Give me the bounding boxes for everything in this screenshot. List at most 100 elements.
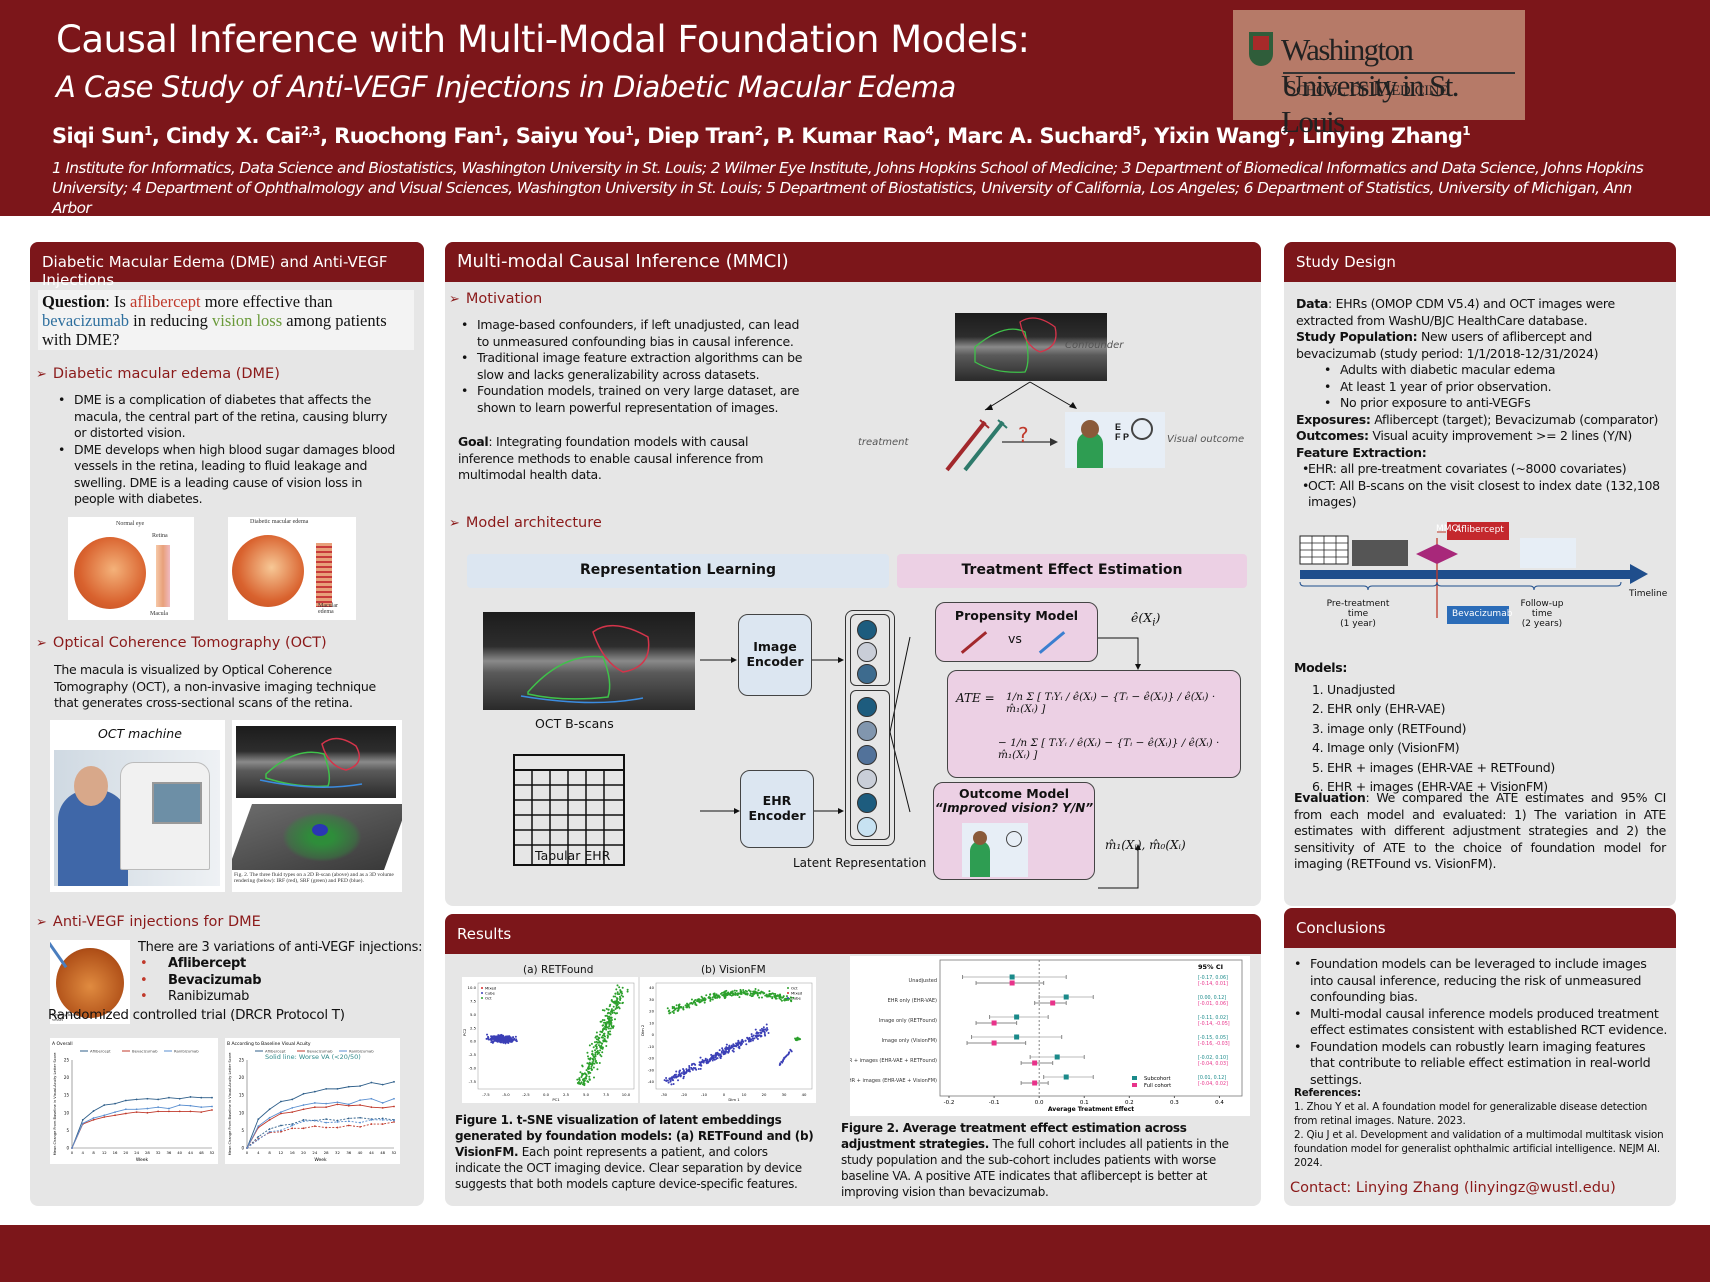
mmci-diamond (1416, 544, 1458, 564)
oct-thumbnail (1352, 540, 1408, 566)
point-oct (616, 1003, 619, 1006)
point-cube (501, 1038, 504, 1041)
contact-link[interactable]: Contact: Linying Zhang (linyingz@wustl.e… (1290, 1180, 1616, 1196)
population-criteria: Adults with diabetic macular edema At le… (1296, 362, 1668, 412)
data-point (291, 1098, 294, 1101)
y-tick-label: 20 (239, 1075, 245, 1080)
point-oct (626, 988, 629, 991)
poster-header: Causal Inference with Multi-Modal Founda… (0, 0, 1710, 217)
ate-formula-line2: − 1/n Σ [ TᵢYᵢ / ê(Xᵢ) − {Tᵢ − ê(Xᵢ)} / … (998, 737, 1220, 761)
data-point (71, 1147, 73, 1149)
point-cube (675, 1075, 678, 1078)
author: Ruochong Fan1 (334, 124, 502, 148)
x-axis-label: Average Treatment Effect (1048, 1106, 1134, 1113)
oct-bscan-label: OCT B-scans (535, 716, 614, 731)
shield-icon (1249, 32, 1273, 66)
point-cube (680, 1072, 683, 1075)
point-oct (730, 994, 733, 997)
point-oct (674, 1008, 677, 1011)
panel-heading: Results (445, 914, 1261, 954)
dme-bullets: DME is a complication of diabetes that a… (52, 392, 402, 508)
x-tick-label: -2.5 (522, 1092, 530, 1097)
point-oct (616, 998, 619, 1001)
series-line-aflibercept-better-va- (246, 1117, 395, 1149)
point-oct (592, 1046, 595, 1049)
legend-marker (787, 992, 789, 994)
y-tick-label: -40 (648, 1079, 655, 1084)
latent-node (857, 745, 877, 765)
point-oct (615, 988, 618, 991)
y-tick-label: -20 (648, 1056, 655, 1061)
point-oct (622, 995, 625, 998)
data-point (178, 1104, 181, 1106)
data-point (168, 1110, 170, 1113)
data-point (291, 1123, 294, 1125)
point-oct (618, 986, 621, 989)
section-title: Anti-VEGF injections for DME (52, 914, 261, 930)
data-point (200, 1096, 203, 1099)
data-point (291, 1127, 294, 1130)
data-point (313, 1119, 316, 1122)
drug-item: •Bevacizumab (140, 972, 262, 988)
point-oct (603, 1009, 606, 1012)
point-cube (748, 1036, 751, 1039)
oct-description: The macula is visualized by Optical Cohe… (54, 662, 376, 710)
point-cube (514, 1035, 517, 1038)
point-oct (576, 1078, 579, 1081)
point-oct (716, 995, 719, 998)
point-cube (752, 1034, 755, 1037)
data-point (393, 1105, 395, 1108)
goal-text: : Integrating foundation models with cau… (458, 434, 764, 482)
architecture-arrows (700, 636, 911, 814)
tabular-ehr-label: Tabular EHR (535, 848, 611, 863)
data-point (257, 1118, 260, 1121)
point-oct (608, 1012, 611, 1015)
point-oct (749, 994, 752, 997)
legend-marker (481, 987, 483, 989)
point-cube (725, 1050, 728, 1053)
model-item: 4. Image only (VisionFM) (1312, 740, 1460, 755)
point-oct (675, 1004, 678, 1007)
data-point (268, 1108, 271, 1111)
point-cube (496, 1038, 499, 1041)
point-cube (739, 1044, 742, 1047)
point-oct (696, 1000, 699, 1003)
figure1-caption: Figure 1. t-SNE visualization of latent … (455, 1112, 815, 1192)
point-cube (663, 1079, 666, 1082)
image-encoder-box: Image Encoder (738, 614, 812, 696)
point-oct (596, 1068, 599, 1071)
legend-label: Cube (791, 996, 801, 1001)
data-point (114, 1114, 116, 1117)
y-axis-label: Dim 2 (640, 1024, 645, 1036)
point-oct (705, 994, 708, 997)
fluid-segmentation-overlay (259, 737, 363, 788)
point-cube (712, 1056, 715, 1059)
point-cube (732, 1043, 735, 1046)
point-cube (721, 1047, 724, 1050)
data-point (92, 1110, 95, 1112)
y-tick-label: 0 (652, 1032, 655, 1037)
y-tick-label: 0.0 (470, 1039, 477, 1044)
legend-label: Bevacizumab (132, 1049, 158, 1054)
timeline-axis-label: Timeline (1629, 589, 1668, 599)
x-tick-label: 16 (290, 1150, 295, 1155)
data-point (302, 1118, 305, 1121)
panel-heading: Study Design (1284, 242, 1676, 282)
point-cube (506, 1035, 509, 1038)
point-cube (741, 1042, 744, 1045)
point-oct (611, 1011, 614, 1014)
point-cube (744, 1039, 747, 1042)
point-cube (669, 1080, 672, 1083)
point-oct (594, 1049, 597, 1052)
point-cube (502, 1034, 505, 1037)
point-oct (746, 992, 749, 995)
point-oct (698, 1001, 701, 1004)
data-point (381, 1117, 384, 1120)
point-oct (590, 1067, 593, 1070)
data-point (302, 1127, 305, 1130)
point-oct (614, 1012, 617, 1015)
point-oct (675, 1007, 678, 1010)
x-tick-label: 30 (782, 1092, 787, 1097)
point-oct (614, 1001, 617, 1004)
